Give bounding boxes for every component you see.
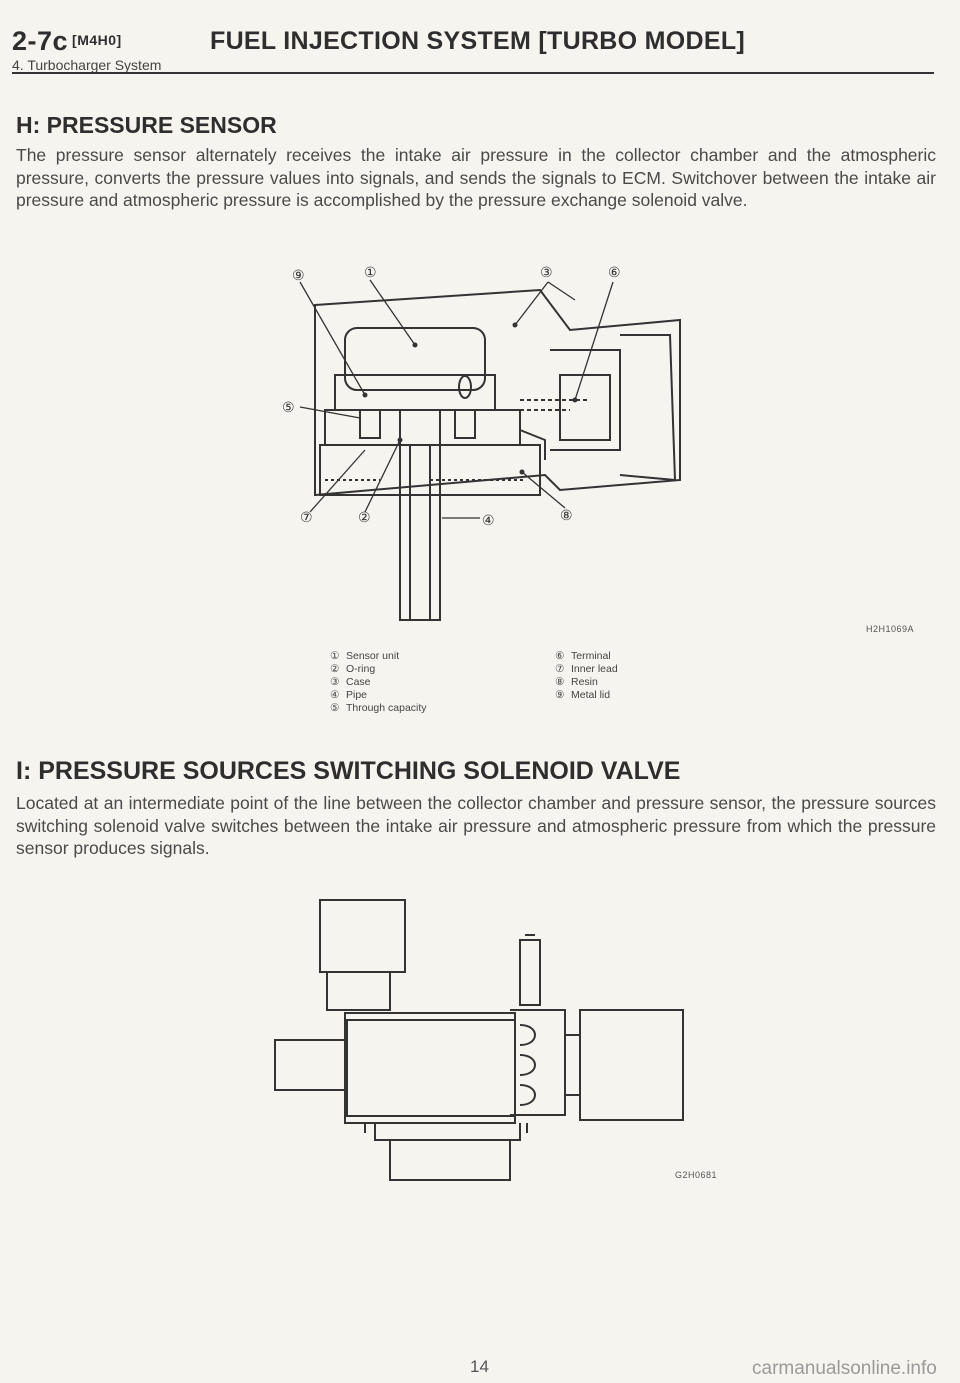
section-code-text: 2-7c: [12, 26, 69, 56]
section-i-paragraph: Located at an intermediate point of the …: [16, 793, 936, 858]
model-code: [M4H0]: [72, 32, 122, 48]
valve-body: [344, 1012, 516, 1124]
figure-code-i: G2H0681: [675, 1170, 718, 1180]
right-port-box: [579, 1009, 684, 1121]
section-h-paragraph: The pressure sensor alternately receives…: [16, 145, 936, 210]
terminal-connector: [550, 349, 621, 451]
callout-2: ②: [358, 509, 371, 525]
header-divider: [12, 72, 934, 74]
callout-7: ⑦: [300, 509, 313, 525]
sensor-unit: [344, 327, 486, 391]
top-port: [519, 939, 541, 1006]
callout-5: ⑤: [282, 399, 295, 415]
callout-3: ③: [540, 264, 553, 280]
figure-code-h: H2H1069A: [866, 624, 915, 634]
solenoid-valve-diagram: [274, 899, 684, 1181]
pipe: [399, 410, 441, 621]
pressure-sensor-diagram: ⑨ ① ③ ⑥ ⑤ ⑦ ② ④ ⑧: [282, 264, 681, 621]
watermark: carmanualsonline.info: [752, 1358, 937, 1379]
page-title: FUEL INJECTION SYSTEM [TURBO MODEL]: [210, 27, 746, 55]
case-outline: [314, 288, 681, 497]
valve-connector: [319, 899, 406, 973]
section-h-heading: H: PRESSURE SENSOR: [16, 112, 277, 138]
page-number: 14: [470, 1357, 489, 1376]
callout-8: ⑧: [560, 507, 573, 523]
left-port: [274, 1039, 346, 1091]
section-i-heading: I: PRESSURE SOURCES SWITCHING SOLENOID V…: [16, 757, 681, 785]
callout-6: ⑥: [608, 264, 621, 280]
section-code: 2-7c[M4H0]: [12, 26, 122, 57]
bottom-bracket: [389, 1139, 511, 1181]
callout-1: ①: [364, 264, 377, 280]
callout-4: ④: [482, 512, 495, 528]
page-subtitle: 4. Turbocharger System: [12, 57, 162, 73]
callout-9: ⑨: [292, 267, 305, 283]
